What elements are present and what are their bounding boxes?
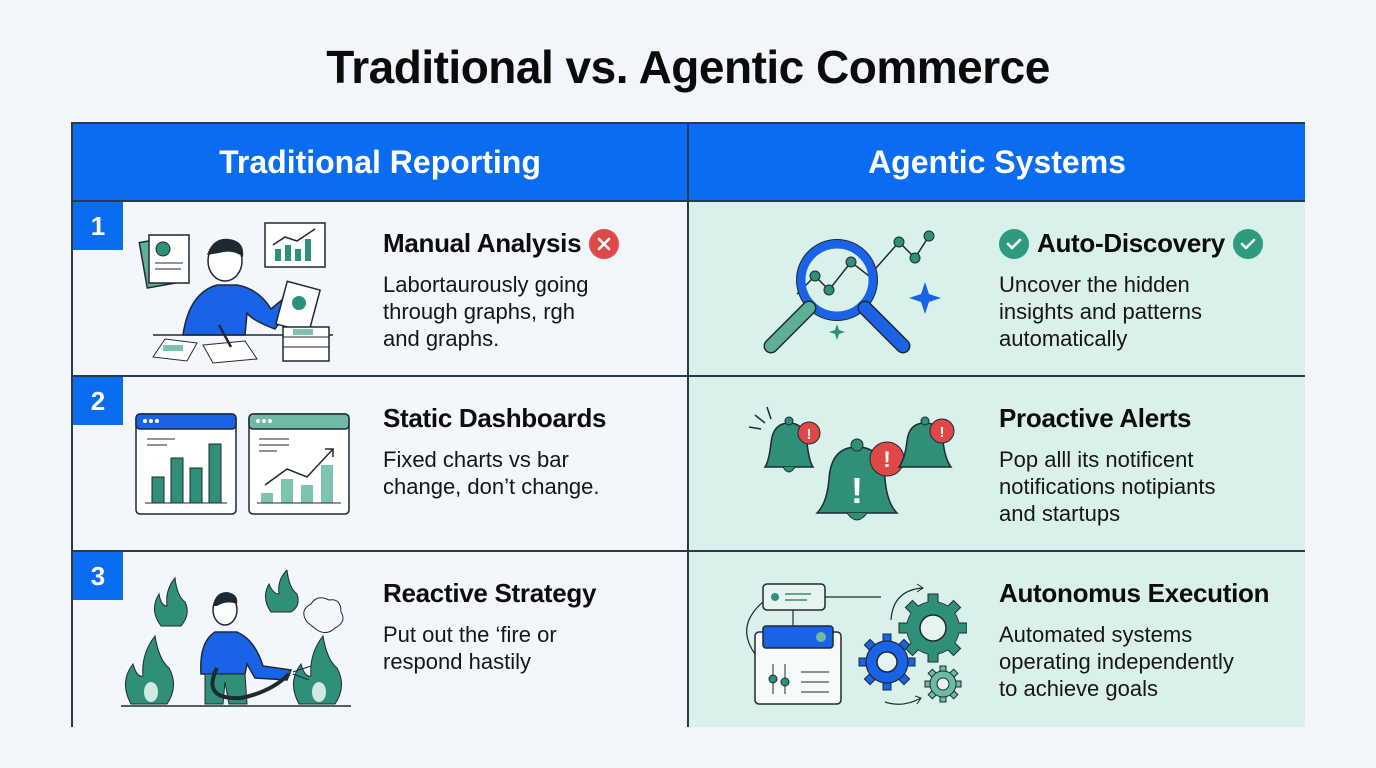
column-header-agentic: Agentic Systems bbox=[689, 124, 1305, 202]
person-fighting-fires-icon bbox=[121, 570, 351, 707]
agentic-cell-3: Autonomus Execution Automated systems op… bbox=[689, 552, 1305, 727]
traditional-cell-3: 3 Reactive Strategy Put out the ‘fire or… bbox=[73, 552, 689, 727]
column-header-traditional: Traditional Reporting bbox=[73, 124, 689, 202]
traditional-cell-1: 1 Manual Analysis bbox=[73, 202, 689, 377]
alert-bells-icon: ! ! ! ! bbox=[748, 406, 955, 521]
check-circle-icon bbox=[999, 228, 1029, 259]
check-circle-icon bbox=[1232, 228, 1263, 259]
page-title: Traditional vs. Agentic Commerce bbox=[326, 41, 1050, 93]
row-number-badge: 2 bbox=[73, 377, 123, 425]
svg-text:!: ! bbox=[940, 424, 945, 441]
row-number-badge: 3 bbox=[73, 552, 123, 600]
row-description: Put out the ‘fire or respond hastily bbox=[383, 622, 557, 674]
traditional-cell-2: 2 Static Dashboards Fixed charts vs bar … bbox=[73, 377, 689, 552]
workflow-gears-icon bbox=[746, 583, 967, 705]
svg-text:!: ! bbox=[807, 426, 812, 443]
svg-text:!: ! bbox=[883, 447, 890, 472]
two-dashboard-windows-icon bbox=[135, 413, 350, 515]
row-description: Pop alll its notificent notifications no… bbox=[999, 447, 1216, 526]
person-analyzing-documents-icon bbox=[138, 222, 333, 364]
row-heading: Static Dashboards bbox=[383, 403, 607, 433]
svg-text:!: ! bbox=[851, 470, 863, 511]
row-description: Automated systems operating independentl… bbox=[999, 622, 1234, 701]
row-number-badge: 1 bbox=[73, 202, 123, 250]
magnifier-over-line-chart-icon bbox=[763, 230, 941, 354]
row-heading: Reactive Strategy bbox=[383, 578, 597, 608]
row-heading: Auto-Discovery bbox=[999, 228, 1299, 259]
row-description: Labortaurously going through graphs, rɡh… bbox=[383, 272, 589, 351]
x-circle-icon bbox=[589, 228, 620, 259]
agentic-cell-2: ! ! ! ! Proactive Alerts Pop alll its no… bbox=[689, 377, 1305, 552]
comparison-table: Traditional Reporting Agentic Systems 1 bbox=[71, 122, 1305, 727]
row-description: Uncover the hidden insights and patterns… bbox=[999, 272, 1203, 351]
row-heading: Proactive Alerts bbox=[999, 403, 1192, 433]
agentic-cell-1: Auto-Discovery Uncover the hidden insigh… bbox=[689, 202, 1305, 377]
row-heading: Autonomus Execution bbox=[999, 578, 1270, 608]
row-description: Fixed charts vs bar change, don’t change… bbox=[383, 447, 600, 499]
row-heading: Manual Analysis bbox=[383, 228, 683, 259]
